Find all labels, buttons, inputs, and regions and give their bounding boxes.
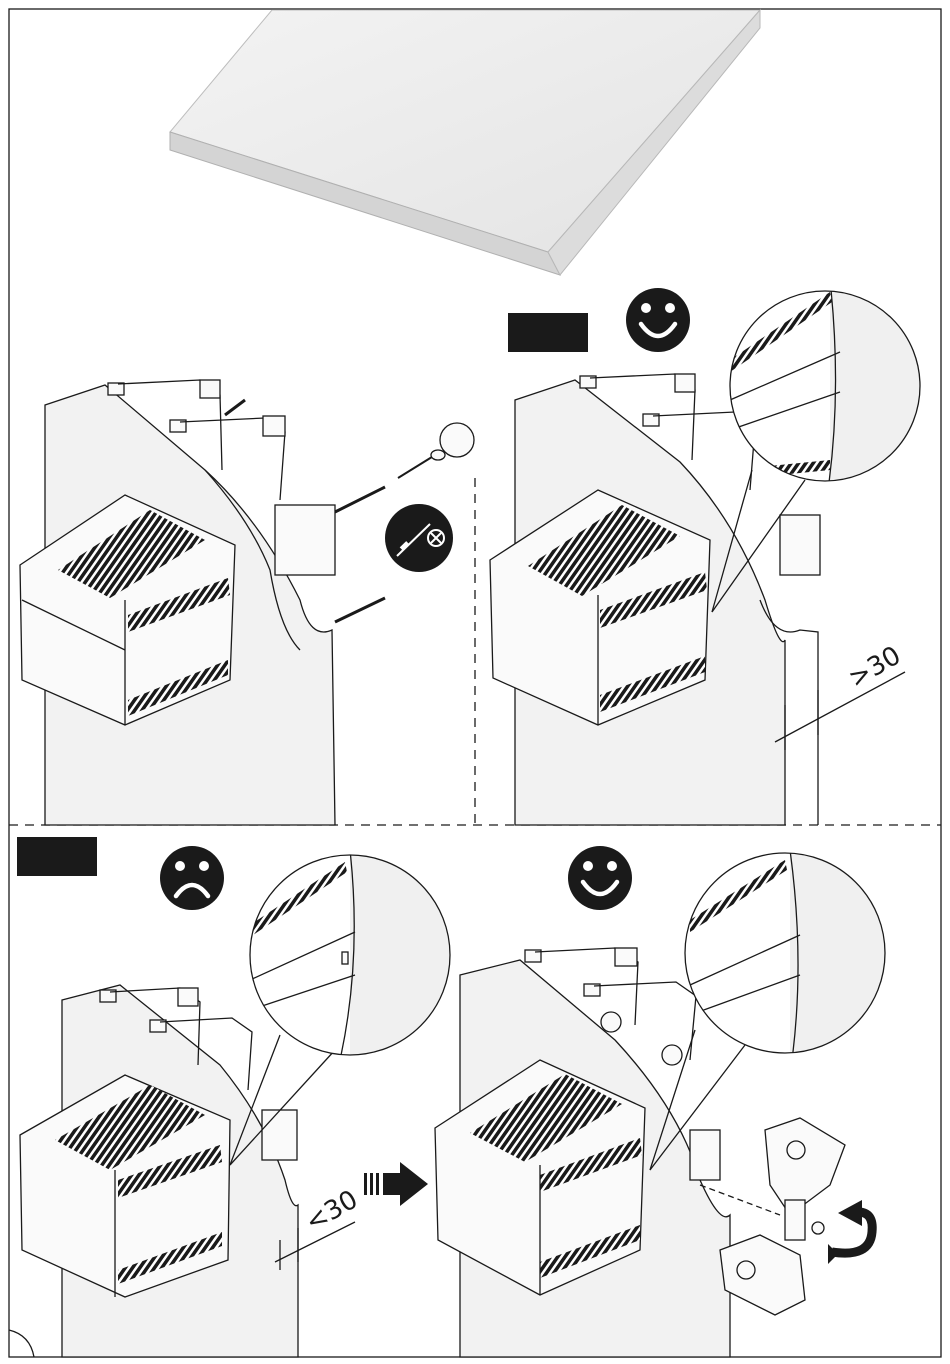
step-badge — [17, 837, 97, 876]
panel-gap-ok: >30 — [490, 280, 930, 825]
smiley-happy-icon — [626, 288, 690, 352]
panel-gap-too-small: <30 — [17, 837, 460, 1357]
magnifier-detail — [730, 280, 930, 490]
countertop-slab — [170, 10, 760, 275]
push-arrow-icon — [364, 1162, 428, 1206]
panel-mounting — [20, 380, 474, 825]
dimension-gt30: >30 — [775, 641, 906, 750]
dimension-label: <30 — [301, 1185, 364, 1238]
dimension-label: >30 — [844, 641, 907, 694]
screwdriver — [398, 423, 474, 478]
step-badge — [508, 313, 588, 352]
screwdriver-phillips-icon — [385, 504, 453, 572]
drawer-box — [20, 1075, 230, 1297]
rotate-arrow-icon — [828, 1200, 872, 1264]
smiley-happy-icon — [568, 846, 632, 910]
magnifier-detail — [250, 850, 460, 1060]
smiley-sad-icon — [160, 846, 224, 910]
magnifier-detail — [685, 850, 890, 1060]
